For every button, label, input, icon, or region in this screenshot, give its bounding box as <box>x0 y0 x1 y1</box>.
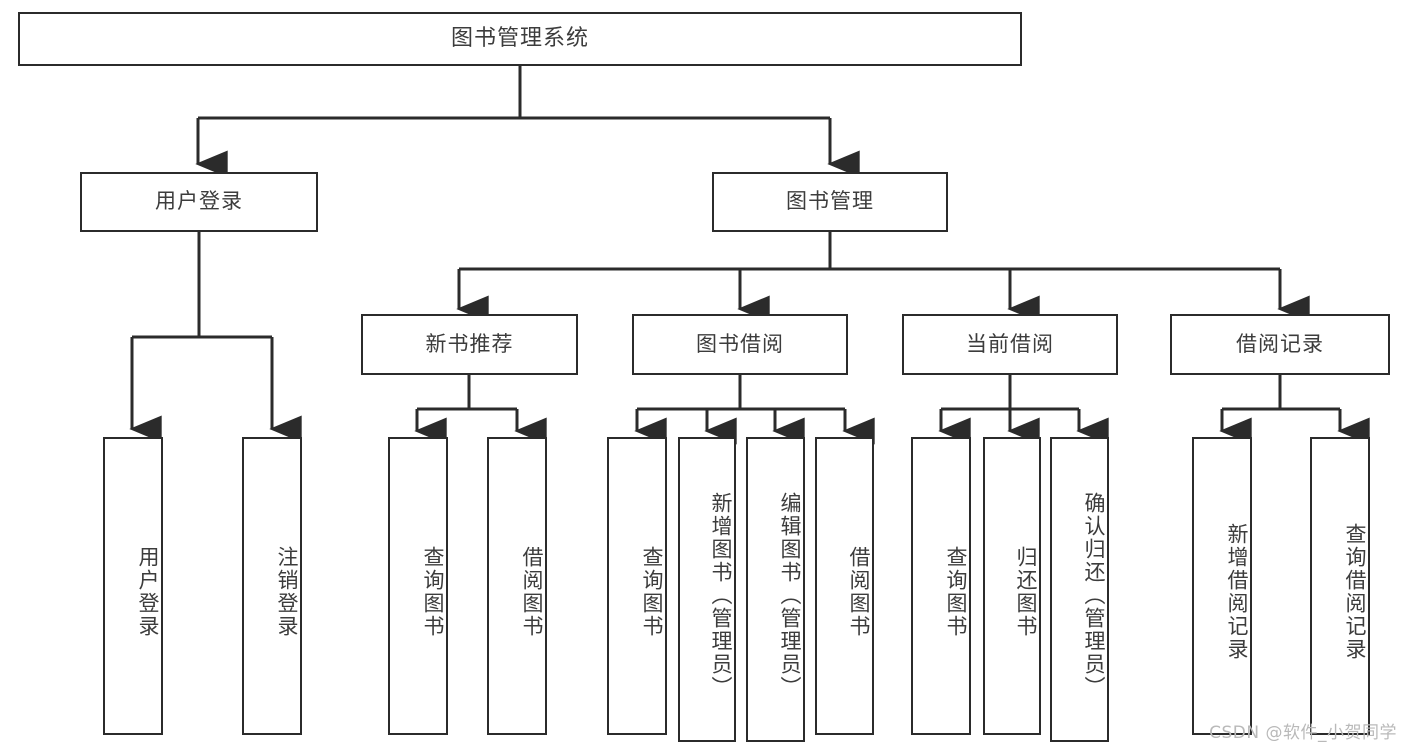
node-label: 注销登录 <box>275 546 299 638</box>
leaf-borrow-query-book[interactable]: 查询图书 <box>607 437 667 735</box>
node-borrow-record[interactable]: 借阅记录 <box>1170 314 1390 375</box>
node-label: 借阅记录 <box>1236 331 1324 356</box>
leaf-recommend-borrow-book[interactable]: 借阅图书 <box>487 437 547 735</box>
node-book-borrow[interactable]: 图书借阅 <box>632 314 848 375</box>
leaf-current-confirm-return-admin[interactable]: 确认归还（管理员） <box>1050 437 1109 742</box>
node-root-system[interactable]: 图书管理系统 <box>18 12 1022 66</box>
node-label: 查询借阅记录 <box>1343 523 1367 661</box>
node-label: 查询图书 <box>640 546 664 638</box>
node-label: 新增图书（管理员） <box>709 492 733 699</box>
node-label: 新书推荐 <box>425 331 514 356</box>
node-label: 新增借阅记录 <box>1225 523 1249 661</box>
leaf-user-login-signin[interactable]: 用户登录 <box>103 437 163 735</box>
leaf-borrow-borrow-book[interactable]: 借阅图书 <box>815 437 874 735</box>
node-label: 编辑图书（管理员） <box>778 492 802 699</box>
node-label: 借阅图书 <box>847 546 871 638</box>
node-label: 借阅图书 <box>520 546 544 638</box>
node-label: 当前借阅 <box>966 331 1054 356</box>
leaf-current-return-book[interactable]: 归还图书 <box>983 437 1041 735</box>
leaf-current-query-book[interactable]: 查询图书 <box>911 437 971 735</box>
node-label: 用户登录 <box>136 546 160 638</box>
node-current-borrow[interactable]: 当前借阅 <box>902 314 1118 375</box>
node-label: 图书管理系统 <box>450 25 589 51</box>
leaf-user-login-signout[interactable]: 注销登录 <box>242 437 302 735</box>
leaf-recommend-query-book[interactable]: 查询图书 <box>388 437 448 735</box>
node-label: 归还图书 <box>1014 546 1038 638</box>
leaf-record-query-record[interactable]: 查询借阅记录 <box>1310 437 1370 735</box>
node-user-login[interactable]: 用户登录 <box>80 172 318 232</box>
node-label: 图书管理 <box>786 189 874 214</box>
node-book-management[interactable]: 图书管理 <box>712 172 948 232</box>
leaf-borrow-add-book-admin[interactable]: 新增图书（管理员） <box>678 437 736 742</box>
node-label: 查询图书 <box>421 546 445 638</box>
watermark-text: CSDN @软件_小贺同学 <box>1209 723 1397 743</box>
leaf-record-add-record[interactable]: 新增借阅记录 <box>1192 437 1252 735</box>
node-label: 确认归还（管理员） <box>1082 492 1106 699</box>
leaf-borrow-edit-book-admin[interactable]: 编辑图书（管理员） <box>746 437 805 742</box>
node-label: 查询图书 <box>944 546 968 638</box>
node-label: 用户登录 <box>155 189 243 214</box>
node-new-book-recommend[interactable]: 新书推荐 <box>361 314 578 375</box>
node-label: 图书借阅 <box>696 331 784 356</box>
